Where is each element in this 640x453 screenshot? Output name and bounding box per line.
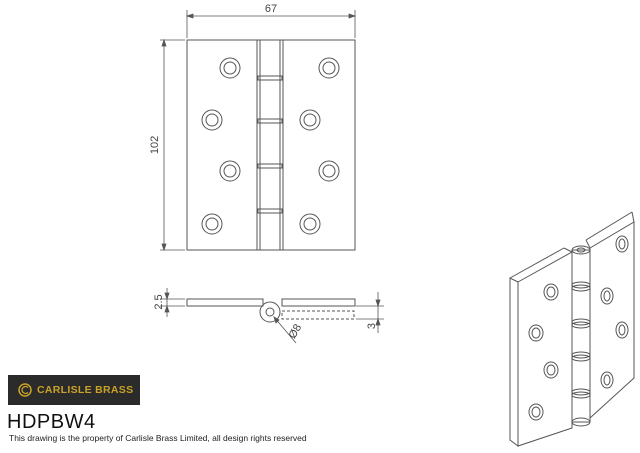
washer: [257, 118, 283, 124]
thickness-dimension: [160, 288, 185, 317]
iso-hole: [543, 283, 559, 301]
iso-hole: [543, 361, 559, 379]
knuckle-barrel: [256, 39, 284, 251]
width-dimension: [185, 10, 357, 38]
side-leaf-dashed: [281, 310, 355, 320]
height-label: 102: [149, 136, 161, 154]
logo-text: CARLISLE BRASS: [37, 384, 134, 396]
thickness-label: 2.5: [153, 294, 165, 309]
side-knuckle: [259, 301, 281, 323]
washer: [257, 75, 283, 81]
iso-leaf-left: [517, 251, 573, 447]
carlisle-brass-logo: CARLISLE BRASS: [8, 375, 140, 405]
front-view: [186, 39, 356, 251]
disclaimer-text: This drawing is the property of Carlisle…: [9, 433, 307, 443]
screw-hole-right-2: [299, 109, 321, 131]
screw-hole-left-1: [219, 57, 241, 79]
iso-leaf-right: [589, 221, 635, 420]
height-dimension: [160, 38, 185, 252]
screw-hole-right-1: [318, 57, 340, 79]
side-view: [186, 298, 356, 323]
screw-hole-left-2: [201, 109, 223, 131]
iso-hole: [600, 371, 614, 389]
iso-hole: [615, 235, 629, 253]
diameter-leader: [273, 316, 297, 344]
washer: [257, 208, 283, 214]
width-label: 67: [265, 3, 277, 15]
iso-hole: [528, 403, 544, 421]
isometric-view: [509, 211, 635, 447]
screw-hole-right-4: [299, 213, 321, 235]
iso-knuckle: [571, 249, 591, 423]
gap-label: 3: [366, 323, 378, 329]
gap-dimension: [356, 292, 384, 333]
iso-hole: [615, 321, 629, 339]
screw-hole-left-4: [201, 213, 223, 235]
washer: [257, 163, 283, 169]
diameter-label: Ø8: [287, 322, 305, 341]
screw-hole-right-3: [318, 160, 340, 182]
screw-hole-left-3: [219, 160, 241, 182]
iso-hole: [600, 287, 614, 305]
product-code: HDPBW4: [7, 411, 96, 433]
iso-hole: [528, 324, 544, 342]
side-leaf-right: [281, 298, 356, 307]
logo-mark-icon: [18, 383, 32, 397]
side-leaf-left: [186, 298, 264, 307]
